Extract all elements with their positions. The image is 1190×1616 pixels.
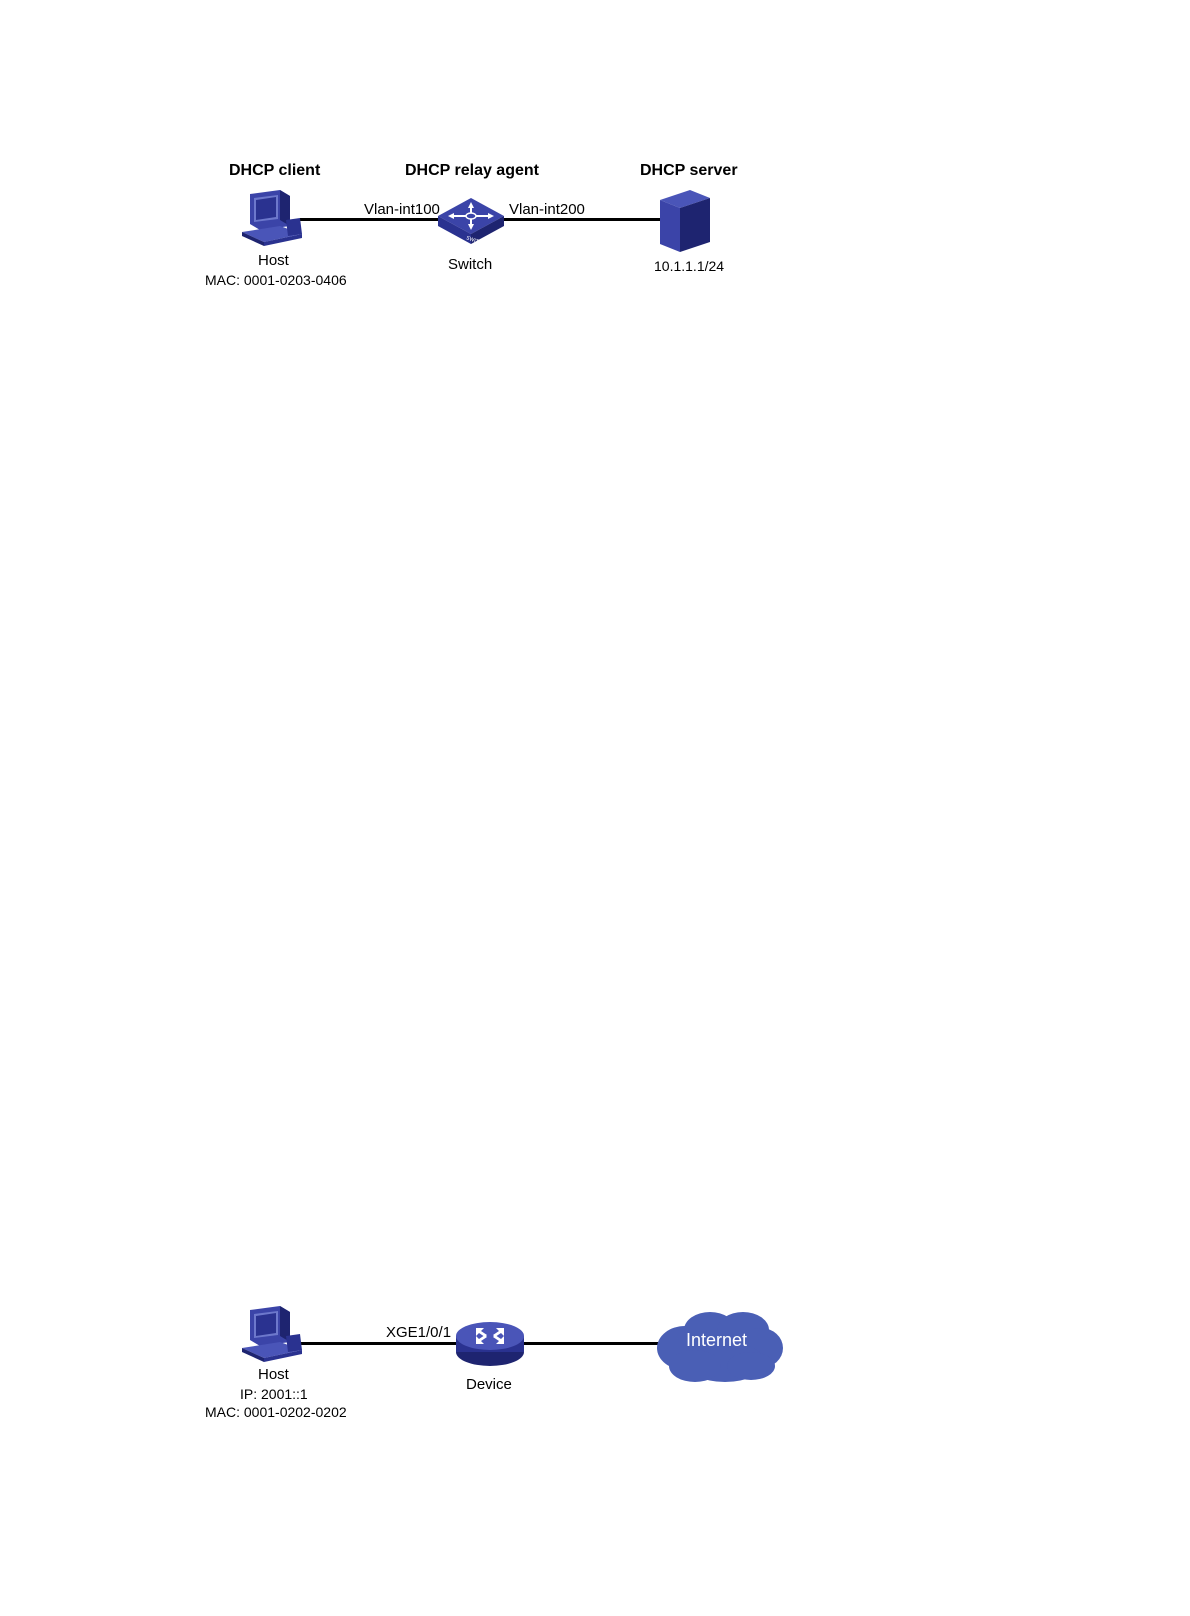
server-ip-label: 10.1.1.1/24: [654, 258, 724, 274]
host-label: Host: [258, 252, 289, 269]
host-mac-label: MAC: 0001-0203-0406: [205, 272, 347, 288]
link-host-switch: [300, 218, 440, 221]
host-pc-icon: [240, 190, 306, 248]
host-pc-icon: [240, 1306, 306, 1364]
server-icon: [656, 182, 716, 254]
interface-label-xge: XGE1/0/1: [386, 1324, 451, 1341]
internet-label: Internet: [686, 1330, 747, 1351]
device-router-icon: [454, 1318, 526, 1370]
dhcp-relay-agent-heading: DHCP relay agent: [405, 162, 539, 180]
link-host-device: [300, 1342, 460, 1345]
interface-label-vlan100: Vlan-int100: [364, 201, 440, 218]
host-ip-label: IP: 2001::1: [240, 1386, 308, 1402]
dhcp-server-heading: DHCP server: [640, 162, 738, 180]
interface-label-vlan200: Vlan-int200: [509, 201, 585, 218]
link-device-internet: [518, 1342, 668, 1345]
host-mac-label: MAC: 0001-0202-0202: [205, 1404, 347, 1420]
dhcp-client-heading: DHCP client: [229, 162, 320, 180]
switch-icon: SWITCH: [436, 196, 506, 246]
host-label: Host: [258, 1366, 289, 1383]
device-label: Device: [466, 1376, 512, 1393]
switch-label: Switch: [448, 256, 492, 273]
link-switch-server: [500, 218, 660, 221]
